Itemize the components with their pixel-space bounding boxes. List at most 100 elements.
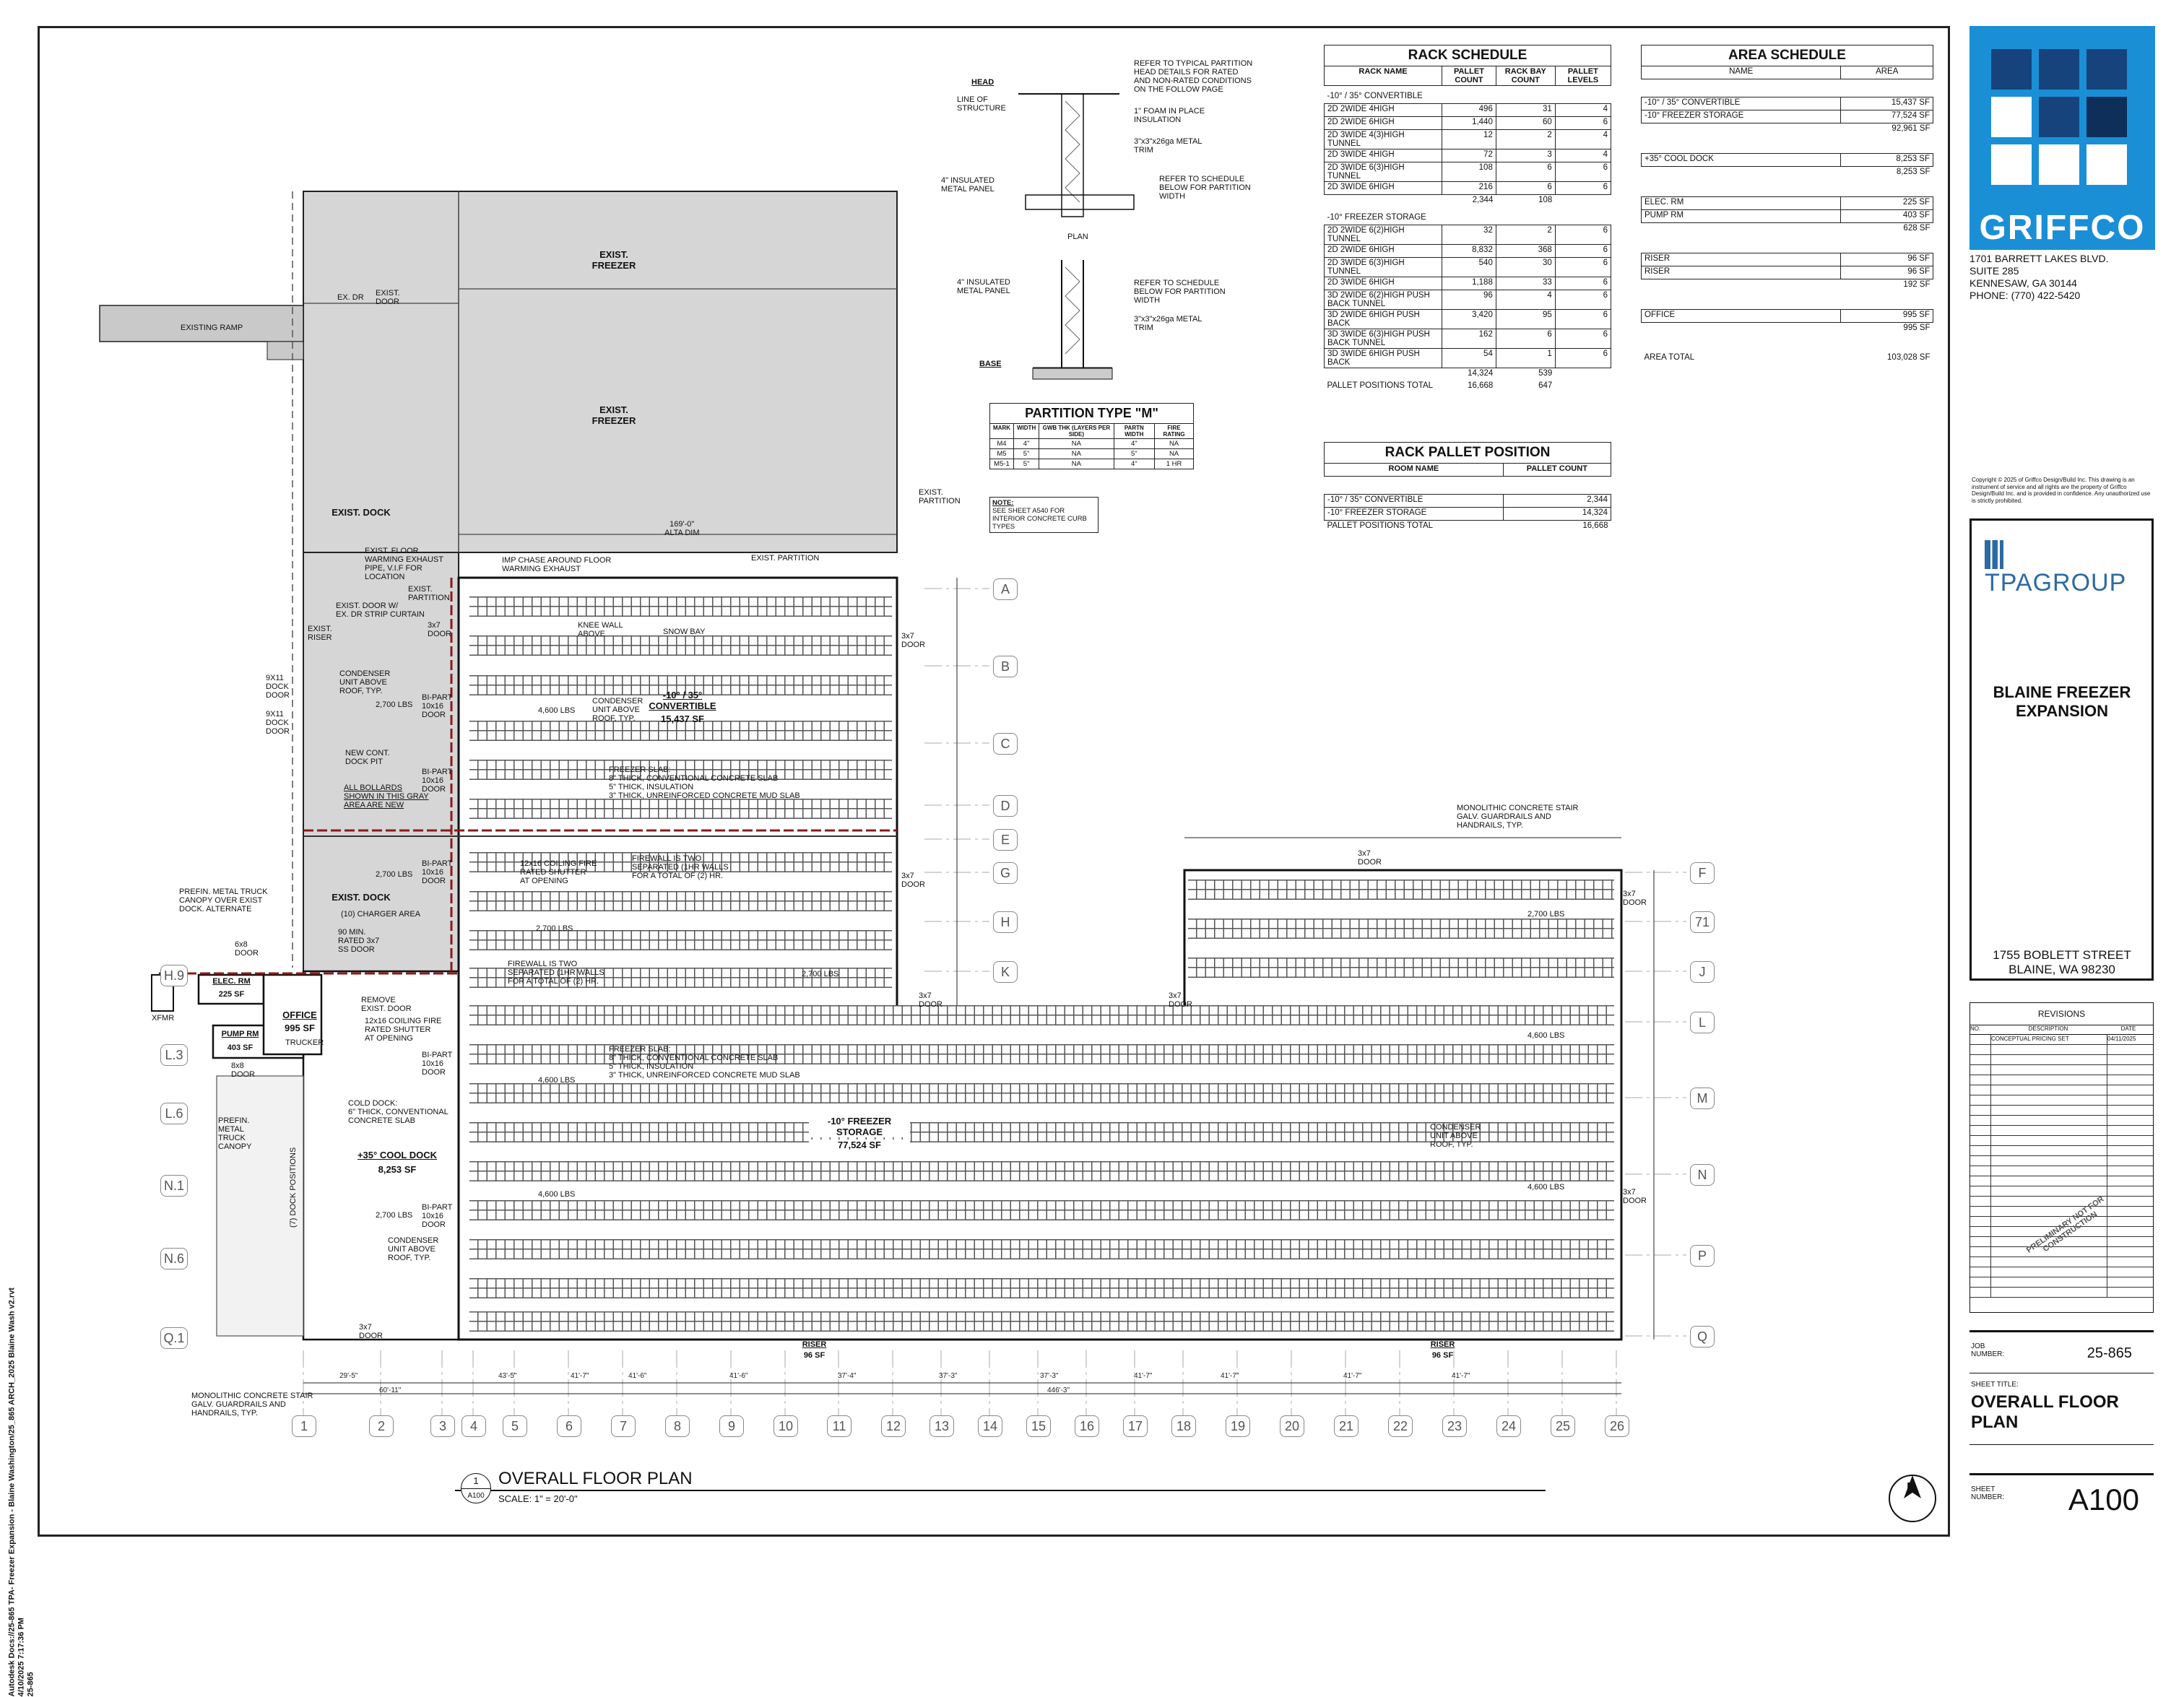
revision-cell bbox=[1970, 1227, 1991, 1236]
detail-base-label: BASE bbox=[979, 360, 1002, 368]
revision-row bbox=[1970, 1247, 2153, 1257]
revision-cell bbox=[1991, 1085, 2107, 1095]
table-cell: 6 bbox=[1554, 162, 1612, 182]
table-header: WIDTH bbox=[1013, 423, 1040, 439]
client-logo: TPAGROUP bbox=[1985, 539, 2152, 597]
revision-cell bbox=[1991, 1156, 2107, 1166]
new-building-outline bbox=[457, 576, 1623, 1341]
revision-row bbox=[1970, 1085, 2153, 1095]
table-cell: 4 bbox=[1554, 149, 1612, 162]
table-cell: 15,437 SF bbox=[1840, 97, 1933, 110]
revision-cell bbox=[1991, 1045, 2107, 1054]
table-cell: 2D 2WIDE 6HIGH bbox=[1323, 244, 1443, 258]
revision-cell bbox=[2107, 1247, 2152, 1257]
c5-load-1: 4,600 LBS bbox=[538, 706, 576, 715]
note-door-3x7-3: 3x7 DOOR bbox=[901, 872, 925, 889]
table-header: NAME bbox=[1640, 66, 1842, 79]
revision-row bbox=[1970, 1106, 2153, 1116]
rack-row bbox=[469, 930, 892, 950]
note-exist-door: EXIST. DOOR bbox=[376, 289, 400, 306]
grid-bubble-col: 18 bbox=[1171, 1415, 1196, 1437]
spacer-row bbox=[1642, 136, 1933, 154]
note-exist-door-strip: EXIST. DOOR W/ EX. DR STRIP CURTAIN bbox=[336, 602, 425, 619]
note-knee-wall: KNEE WALL ABOVE bbox=[578, 621, 623, 638]
note-stair-2: MONOLITHIC CONCRETE STAIR GALV. GUARDRAI… bbox=[1457, 804, 1579, 830]
table-cell: 2D 2WIDE 6HIGH bbox=[1323, 116, 1443, 130]
table-cell: NA bbox=[1039, 448, 1114, 459]
revision-row bbox=[1970, 1126, 2153, 1136]
table-cell: 3,420 bbox=[1442, 309, 1496, 329]
revision-cell bbox=[1991, 1176, 2107, 1186]
rack-row bbox=[469, 1239, 1614, 1259]
revision-row bbox=[1970, 1217, 2153, 1227]
table-cell: 6 bbox=[1554, 277, 1612, 290]
note-bipart-4: BI-PART 10x16 DOOR bbox=[422, 1051, 453, 1077]
total-cell bbox=[1642, 323, 1841, 336]
note-door-3x7-9: 3x7 DOOR bbox=[359, 1323, 383, 1340]
revision-cell bbox=[1991, 1207, 2107, 1216]
revision-cell bbox=[1991, 1065, 2107, 1075]
note-door-3x7-5: 3x7 DOOR bbox=[1623, 890, 1647, 907]
grid-bubble-col: 13 bbox=[930, 1415, 954, 1437]
room-office-area: 995 SF bbox=[285, 1023, 315, 1033]
revision-row bbox=[1970, 1237, 2153, 1247]
detail-plan-label: PLAN bbox=[1067, 233, 1088, 241]
note-door-8x8: 8x8 DOOR bbox=[231, 1062, 255, 1079]
rack-row bbox=[469, 1278, 1614, 1298]
revision-cell bbox=[1970, 1136, 1991, 1145]
grid-bubble-row: P bbox=[1690, 1245, 1715, 1267]
revision-cell bbox=[2107, 1156, 2152, 1166]
revision-cell bbox=[1970, 1126, 1991, 1135]
rack-row bbox=[469, 891, 892, 911]
revision-cell bbox=[1970, 1085, 1991, 1095]
revision-row bbox=[1970, 1227, 2153, 1237]
c1-load-3: 2,700 LBS bbox=[536, 924, 573, 933]
total-cell: 628 SF bbox=[1903, 224, 1930, 233]
table-cell: 3D 3WIDE 6(3)HIGH PUSH BACK TUNNEL bbox=[1323, 329, 1443, 349]
revision-cell bbox=[1991, 1267, 2107, 1277]
revision-row bbox=[1970, 1267, 2153, 1277]
grid-bubble-row: N.6 bbox=[160, 1248, 188, 1270]
dimension-label: 446'-3" bbox=[1047, 1386, 1070, 1394]
dimension-label: 41'-7" bbox=[571, 1372, 589, 1380]
table-cell: NA bbox=[1154, 448, 1194, 459]
table-cell: 6 bbox=[1554, 257, 1612, 277]
room-elec-area: 225 SF bbox=[218, 990, 245, 999]
rack-row bbox=[469, 1083, 1614, 1103]
table-cell: RISER bbox=[1640, 253, 1842, 266]
revision-cell bbox=[1991, 1257, 2107, 1267]
table-cell: RISER bbox=[1640, 266, 1842, 279]
table-cell: 2D 3WIDE 4HIGH bbox=[1323, 149, 1443, 162]
revision-cell bbox=[1970, 1237, 1991, 1246]
note-imp-chase: IMP CHASE AROUND FLOOR WARMING EXHAUST bbox=[502, 556, 612, 573]
note-charger: (10) CHARGER AREA bbox=[341, 910, 421, 919]
room-freezer-area: 77,524 SF bbox=[809, 1140, 910, 1150]
spacer bbox=[1642, 235, 1933, 253]
total-cell: 539 bbox=[1538, 369, 1553, 378]
table-cell: 96 bbox=[1442, 290, 1496, 310]
revision-cell bbox=[2107, 1045, 2152, 1054]
revision-cell bbox=[1970, 1116, 1991, 1125]
table-cell: 1 bbox=[1495, 348, 1556, 368]
dimension-label: 60'-11" bbox=[379, 1386, 402, 1394]
revision-cell bbox=[1970, 1055, 1991, 1064]
dimension-label: 41'-7" bbox=[1134, 1372, 1153, 1380]
total-row: 8,253 SF bbox=[1642, 167, 1933, 180]
table-cell: 3 bbox=[1495, 149, 1556, 162]
note-door-3x7-6: 3x7 DOOR bbox=[919, 991, 942, 1009]
revision-header: DATE bbox=[2120, 1025, 2136, 1032]
revision-cell bbox=[1970, 1166, 1991, 1176]
table-cell: 77,524 SF bbox=[1840, 110, 1933, 123]
total-cell bbox=[1642, 123, 1841, 136]
